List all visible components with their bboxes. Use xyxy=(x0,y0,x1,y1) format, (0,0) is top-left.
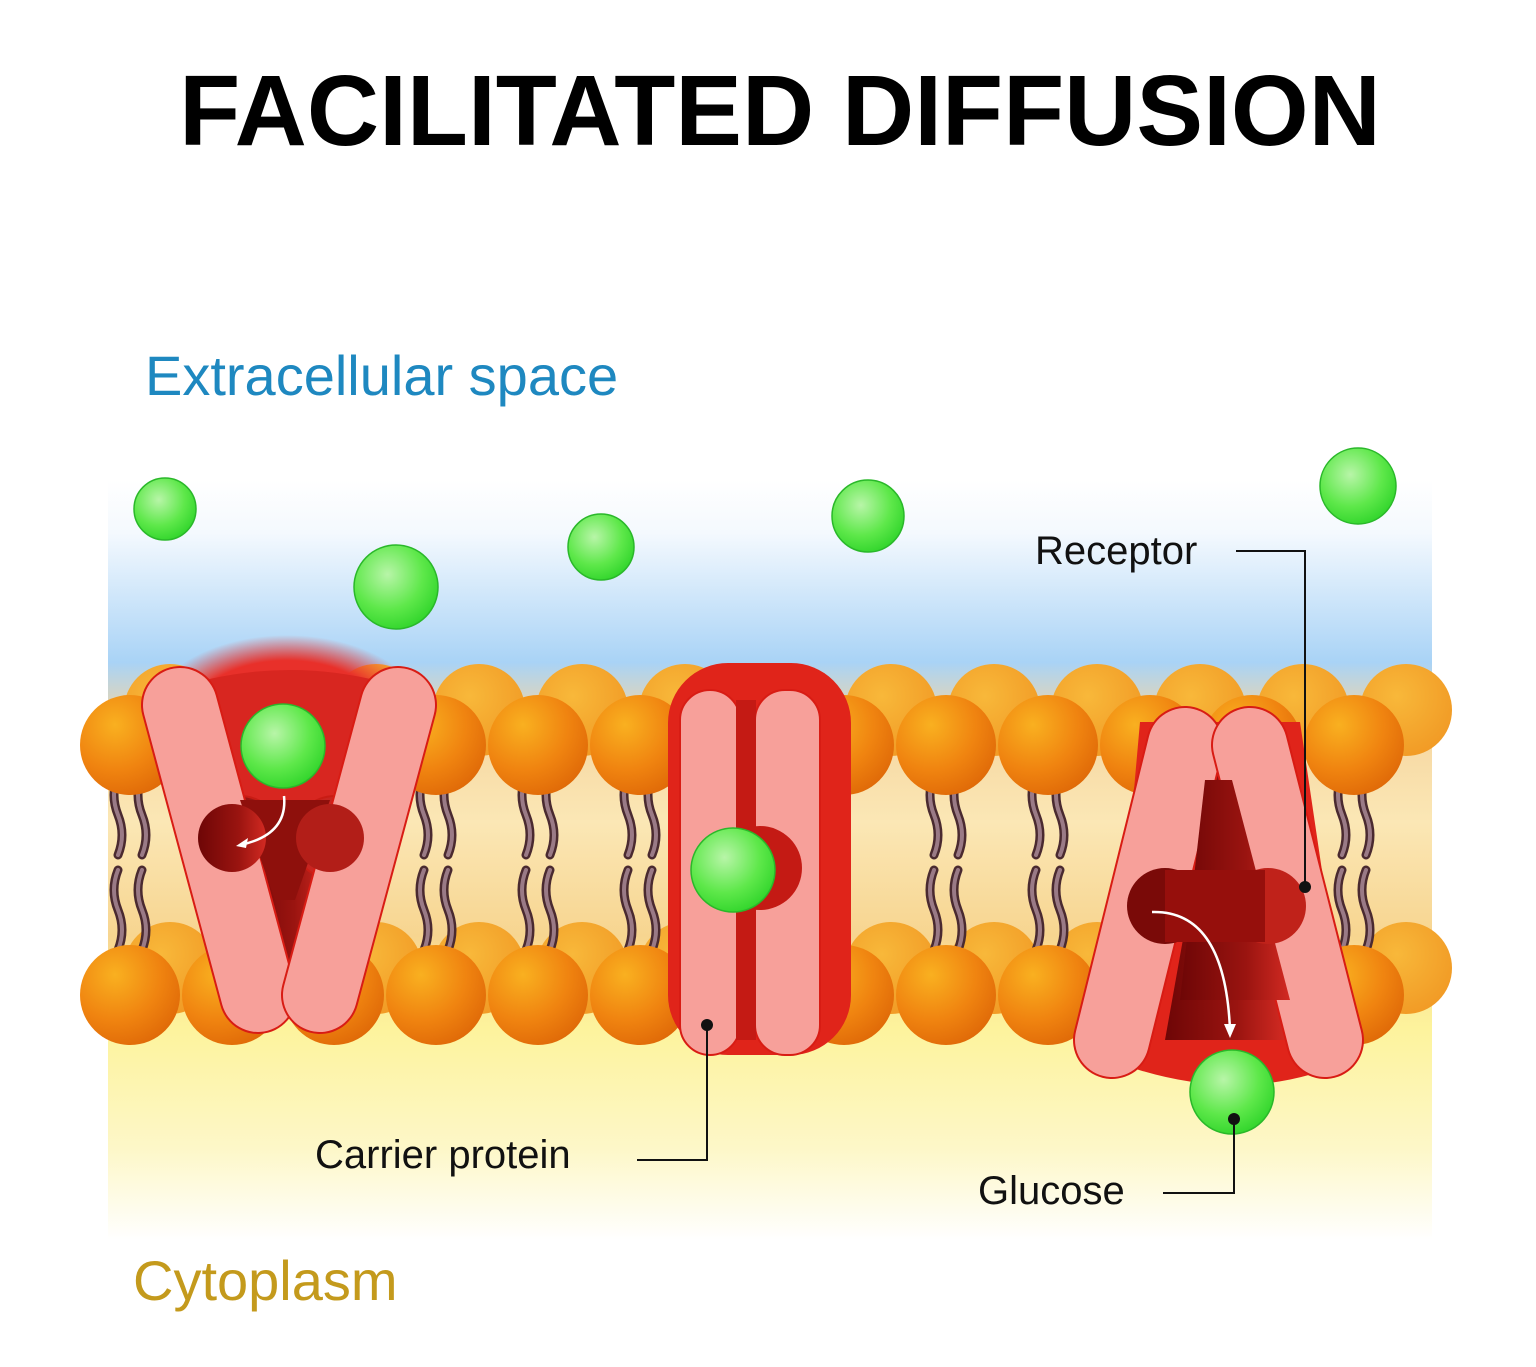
glucose-molecule xyxy=(831,479,905,553)
glucose-molecule xyxy=(567,513,635,581)
lipid-head xyxy=(590,945,690,1045)
glucose-molecule xyxy=(240,703,326,789)
extracellular-space-label: Extracellular space xyxy=(145,344,618,407)
carrier-protein-label: Carrier protein xyxy=(315,1133,571,1177)
lipid-head xyxy=(896,945,996,1045)
cytoplasm-label: Cytoplasm xyxy=(133,1249,398,1312)
lipid-head xyxy=(488,945,588,1045)
carrier-protein xyxy=(668,663,851,1056)
carrier-protein-callout: Carrier protein xyxy=(315,1019,713,1177)
glucose-label: Glucose xyxy=(978,1169,1125,1213)
lipid-head xyxy=(1304,695,1404,795)
free-glucose-molecules xyxy=(133,447,1397,630)
lipid-head xyxy=(998,695,1098,795)
lipid-head xyxy=(488,695,588,795)
lipid-head xyxy=(998,945,1098,1045)
receptor-label: Receptor xyxy=(1035,529,1197,573)
diagram-title: FACILITATED DIFFUSION xyxy=(179,55,1381,167)
glucose-molecule xyxy=(353,544,439,630)
glucose-molecule xyxy=(1189,1049,1275,1135)
channel-protein-open-inside xyxy=(1073,706,1364,1135)
channel-protein-open-outside xyxy=(141,635,437,1034)
glucose-callout: Glucose xyxy=(978,1113,1240,1213)
glucose-molecule xyxy=(1319,447,1397,525)
glucose-molecule xyxy=(133,477,197,541)
lipid-head xyxy=(80,945,180,1045)
receptor-callout: Receptor xyxy=(1035,529,1311,893)
lipid-head xyxy=(590,695,690,795)
lipid-head xyxy=(896,695,996,795)
lipid-head xyxy=(386,945,486,1045)
glucose-molecule xyxy=(690,827,776,913)
